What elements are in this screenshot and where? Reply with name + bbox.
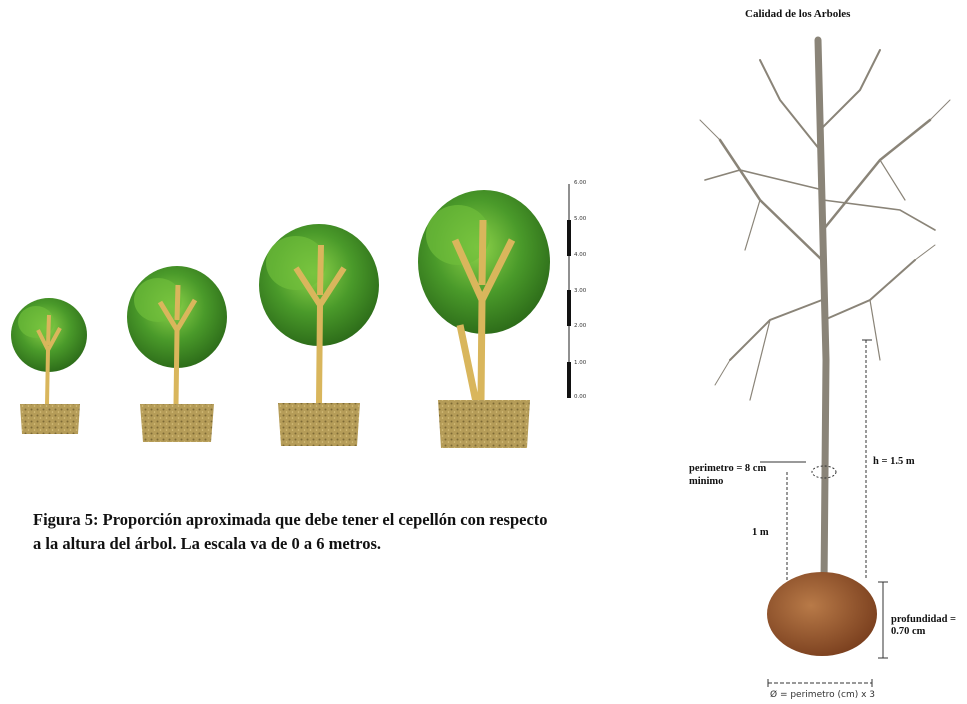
bare-tree [700,40,950,585]
scale-tick-6: 6.00 [574,180,586,186]
minimo-label: minimo [689,476,723,488]
tree-2 [127,266,227,442]
height-label: h = 1.5 m [873,456,915,468]
scale-tick-2: 2.00 [574,323,586,329]
scale-tick-3: 3.00 [574,288,586,294]
one-meter-label: 1 m [752,527,769,539]
diameter-label: Ø = perimetro (cm) x 3 [770,690,875,700]
root-ball [767,572,877,656]
tree-4 [418,190,550,448]
profundidad-label: profundidad = [891,614,956,626]
profundidad-value: 0.70 cm [891,626,925,638]
scale-tick-5: 5.00 [574,216,586,222]
height-scale [567,184,571,398]
figure-caption: Figura 5: Proporción aproximada que debe… [33,508,553,556]
figure-title: Calidad de los Arboles [745,8,850,20]
scale-tick-4: 4.00 [574,252,586,258]
tree-3 [259,224,379,446]
scale-tick-1: 1.00 [574,360,586,366]
tree-1 [11,298,87,434]
perimetro-label: perimetro = 8 cm [689,463,766,475]
scale-tick-0: 0.00 [574,394,586,400]
